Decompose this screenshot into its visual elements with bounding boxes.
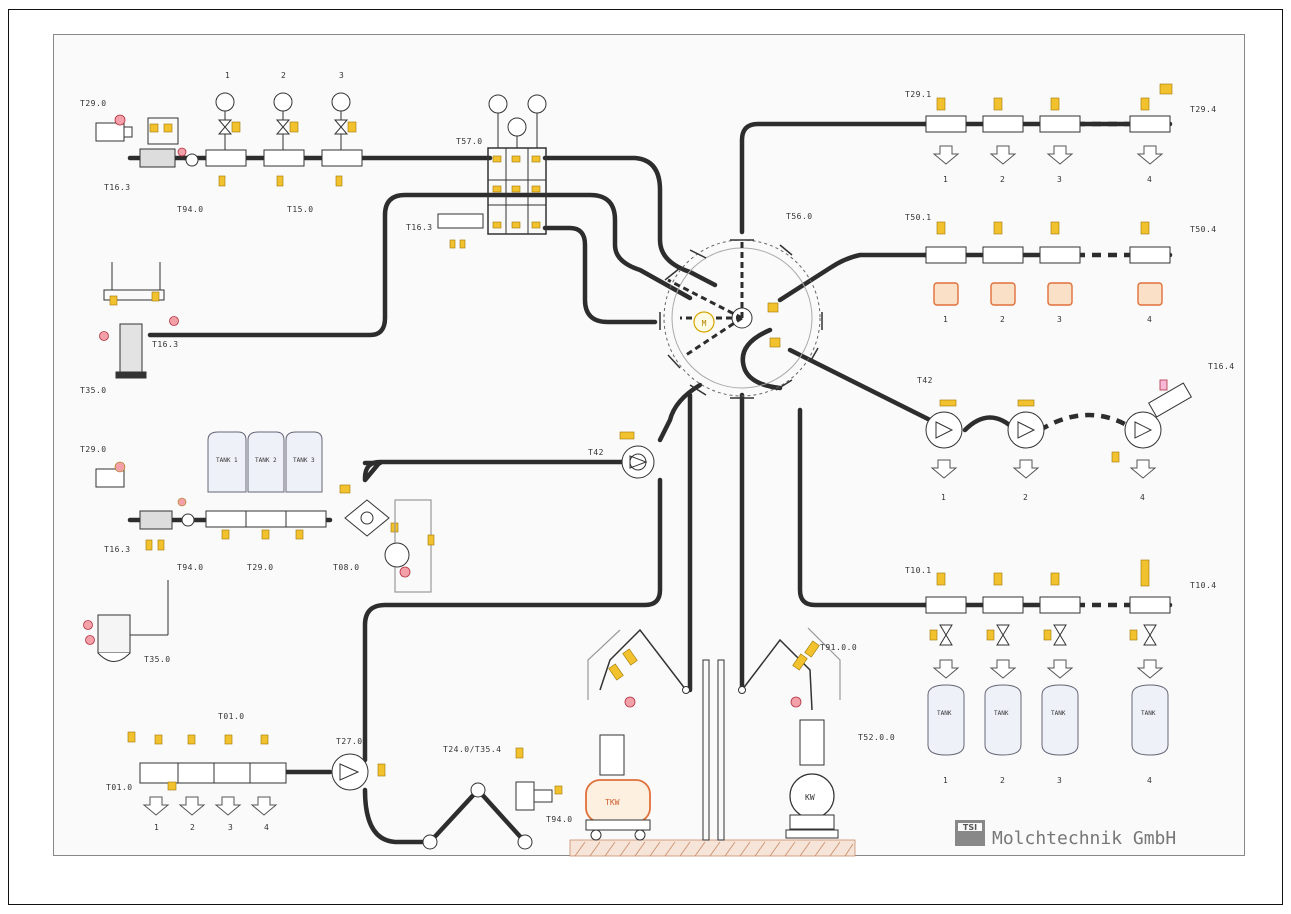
t29r-num-2: 2 xyxy=(1000,175,1005,184)
label-t29-right4: T29.4 xyxy=(1190,105,1217,114)
label-t50-1: T50.1 xyxy=(905,213,932,222)
label-t24: T24.0/T35.4 xyxy=(443,745,501,754)
hub-symbol: M xyxy=(702,319,707,328)
tank-right-4: TANK xyxy=(1141,710,1156,717)
label-t10-4: T10.4 xyxy=(1190,581,1217,590)
label-t94-top: T94.0 xyxy=(177,205,204,214)
t42r-num-1: 1 xyxy=(941,493,946,502)
top-left-unit: 1 2 3 T29.0 T16.3 T94.0 T15.0 xyxy=(80,71,363,214)
t01-num-1: 1 xyxy=(154,823,159,832)
t10-num-1: 1 xyxy=(943,776,948,785)
label-t16-left: T16.3 xyxy=(152,340,179,349)
t50-num-3: 3 xyxy=(1057,315,1062,324)
pipe-network xyxy=(127,121,1173,845)
tank-label-1: TANK 1 xyxy=(216,457,238,464)
t10-num-2: 2 xyxy=(1000,776,1005,785)
label-t08: T08.0 xyxy=(333,563,360,572)
label-t15-top: T15.0 xyxy=(287,205,314,214)
label-t29-right1: T29.1 xyxy=(905,90,932,99)
tank-right-1: TANK xyxy=(937,710,952,717)
t01-num-3: 3 xyxy=(228,823,233,832)
label-t10-1: T10.1 xyxy=(905,566,932,575)
right-row-t10: TANK TANK TANK TANK 1 2 3 4 T10.1 T10.4 xyxy=(905,559,1217,785)
label-t27: T27.0 xyxy=(336,737,363,746)
label-t56: T56.0 xyxy=(786,212,813,221)
right-row-t50: 1 2 3 4 T50.1 T50.4 xyxy=(905,213,1217,324)
t10-num-4: 4 xyxy=(1147,776,1152,785)
tank-tkw: TKW xyxy=(605,798,620,807)
label-t16-4: T16.4 xyxy=(1208,362,1235,371)
company-logo: TSI Molchtechnik GmbH xyxy=(955,820,1176,849)
label-t57: T57.0 xyxy=(456,137,483,146)
t10-num-3: 3 xyxy=(1057,776,1062,785)
t29r-num-4: 4 xyxy=(1147,175,1152,184)
label-t29-low: T29.0 xyxy=(247,563,274,572)
left-mid-unit: T16.3 T35.0 xyxy=(80,262,179,395)
label-t94-bottom: T94.0 xyxy=(546,815,573,824)
label-t16-top: T16.3 xyxy=(104,183,131,192)
t50-num-4: 4 xyxy=(1147,315,1152,324)
logo-mark: TSI xyxy=(963,823,977,832)
t57-manifold: T57.0 T16.3 xyxy=(406,94,547,249)
label-t01: T01.0 xyxy=(218,712,245,721)
label-t42-right: T42 xyxy=(917,376,933,385)
right-row-t29: 1 2 3 4 T29.1 T29.4 xyxy=(905,83,1217,184)
tank-right-3: TANK xyxy=(1051,710,1066,717)
tank-label-3: TANK 3 xyxy=(293,457,315,464)
t50-num-2: 2 xyxy=(1000,315,1005,324)
top-tank-num-3: 3 xyxy=(339,71,344,80)
t50-num-1: 1 xyxy=(943,315,948,324)
central-hub: M T56.0 xyxy=(659,212,823,399)
top-tank-num-1: 1 xyxy=(225,71,230,80)
t01-manifold: 1 2 3 4 T01.0 T01.0 xyxy=(106,712,287,832)
t29r-num-1: 1 xyxy=(943,175,948,184)
right-row-t42: 1 2 4 T42 T16.4 xyxy=(917,362,1235,502)
label-t91: T91.0.0 xyxy=(820,643,857,652)
company-name: Molchtechnik GmbH xyxy=(992,828,1176,849)
loading-station: TKW KW T91.0.0 T52.0.0 xyxy=(569,627,895,857)
tank-kw: KW xyxy=(805,793,815,802)
top-tank-num-2: 2 xyxy=(281,71,286,80)
tank-label-2: TANK 2 xyxy=(255,457,277,464)
label-t94-low: T94.0 xyxy=(177,563,204,572)
label-t16-mid: T16.3 xyxy=(406,223,433,232)
t01-num-2: 2 xyxy=(190,823,195,832)
tank-unit: T29.0 TANK 1 TANK 2 TANK 3 T16.3 T94.0 T… xyxy=(80,431,435,664)
t42r-num-3: 4 xyxy=(1140,493,1145,502)
label-t29-top: T29.0 xyxy=(80,99,107,108)
t29r-num-3: 3 xyxy=(1057,175,1062,184)
label-t29-mid: T29.0 xyxy=(80,445,107,454)
t01-num-4: 4 xyxy=(264,823,269,832)
label-t35-low: T35.0 xyxy=(144,655,171,664)
label-t42-mid: T42 xyxy=(588,448,604,457)
label-t01-left: T01.0 xyxy=(106,783,133,792)
label-t50-4: T50.4 xyxy=(1190,225,1217,234)
label-t16-low: T16.3 xyxy=(104,545,131,554)
label-t35-top: T35.0 xyxy=(80,386,107,395)
t42r-num-2: 2 xyxy=(1023,493,1028,502)
tank-right-2: TANK xyxy=(994,710,1009,717)
t42-mid-valve: T42 xyxy=(588,431,655,479)
label-t52: T52.0.0 xyxy=(858,733,895,742)
t27-t24-group: T27.0 T24.0/T35.4 T94.0 xyxy=(331,737,573,850)
